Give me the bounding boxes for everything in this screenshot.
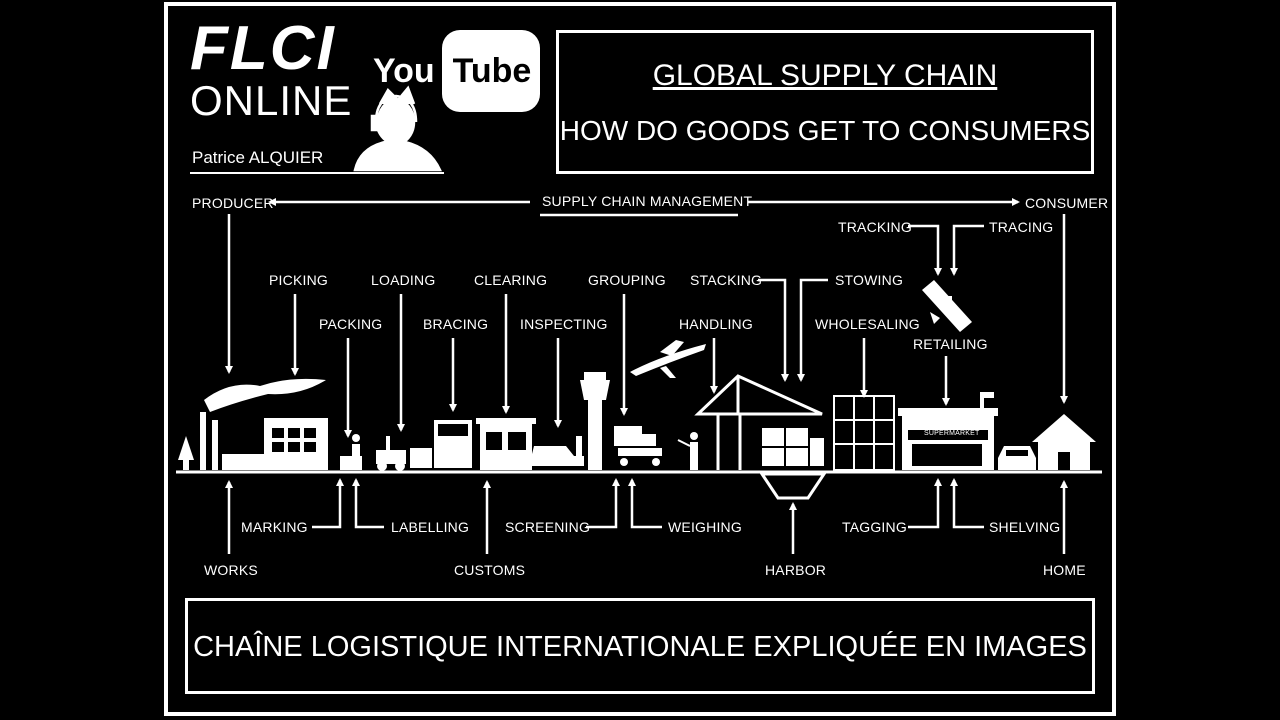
container-ship-icon [762,428,824,498]
label-tracing: TRACING [989,219,1053,235]
footer-box: CHAÎNE LOGISTIQUE INTERNATIONALE EXPLIQU… [185,598,1095,694]
label-packing: PACKING [319,316,382,332]
label-grouping: GROUPING [588,272,666,288]
house-icon [1032,414,1096,470]
airplane-icon [630,340,706,378]
label-picking: PICKING [269,272,328,288]
label-supply-chain-management: SUPPLY CHAIN MANAGEMENT [542,193,752,209]
label-customs: CUSTOMS [454,562,525,578]
supermarket-sign: SUPERMARKET [924,430,980,437]
control-tower-icon [580,372,610,470]
label-stacking: STACKING [690,272,762,288]
forklift-icon [376,436,432,471]
label-home: HOME [1043,562,1086,578]
inspection-car-icon [530,436,584,466]
footer-text: CHAÎNE LOGISTIQUE INTERNATIONALE EXPLIQU… [188,631,1092,664]
label-labelling: LABELLING [391,519,469,535]
satellite-icon [922,280,972,332]
label-inspecting: INSPECTING [520,316,608,332]
label-marking: MARKING [241,519,308,535]
cargo-trolley-icon [614,426,662,466]
label-tracking: TRACKING [838,219,912,235]
worker-packing-icon [340,434,362,470]
label-stowing: STOWING [835,272,903,288]
label-bracing: BRACING [423,316,488,332]
presenter-headset-icon [355,88,440,170]
label-producer: PRODUCER [192,195,274,211]
label-harbor: HARBOR [765,562,826,578]
truck-icon [434,420,472,468]
label-retailing: RETAILING [913,336,988,352]
handling-worker-icon [678,432,698,470]
label-clearing: CLEARING [474,272,547,288]
label-tagging: TAGGING [842,519,907,535]
label-loading: LOADING [371,272,435,288]
customs-building-icon [476,418,536,470]
label-shelving: SHELVING [989,519,1060,535]
label-works: WORKS [204,562,258,578]
label-screening: SCREENING [505,519,590,535]
label-consumer: CONSUMER [1025,195,1108,211]
car-icon [998,446,1036,470]
label-handling: HANDLING [679,316,753,332]
label-weighing: WEIGHING [668,519,742,535]
warehouse-racks-icon [834,396,894,470]
label-wholesaling: WHOLESALING [815,316,920,332]
factory-icon [178,379,328,470]
